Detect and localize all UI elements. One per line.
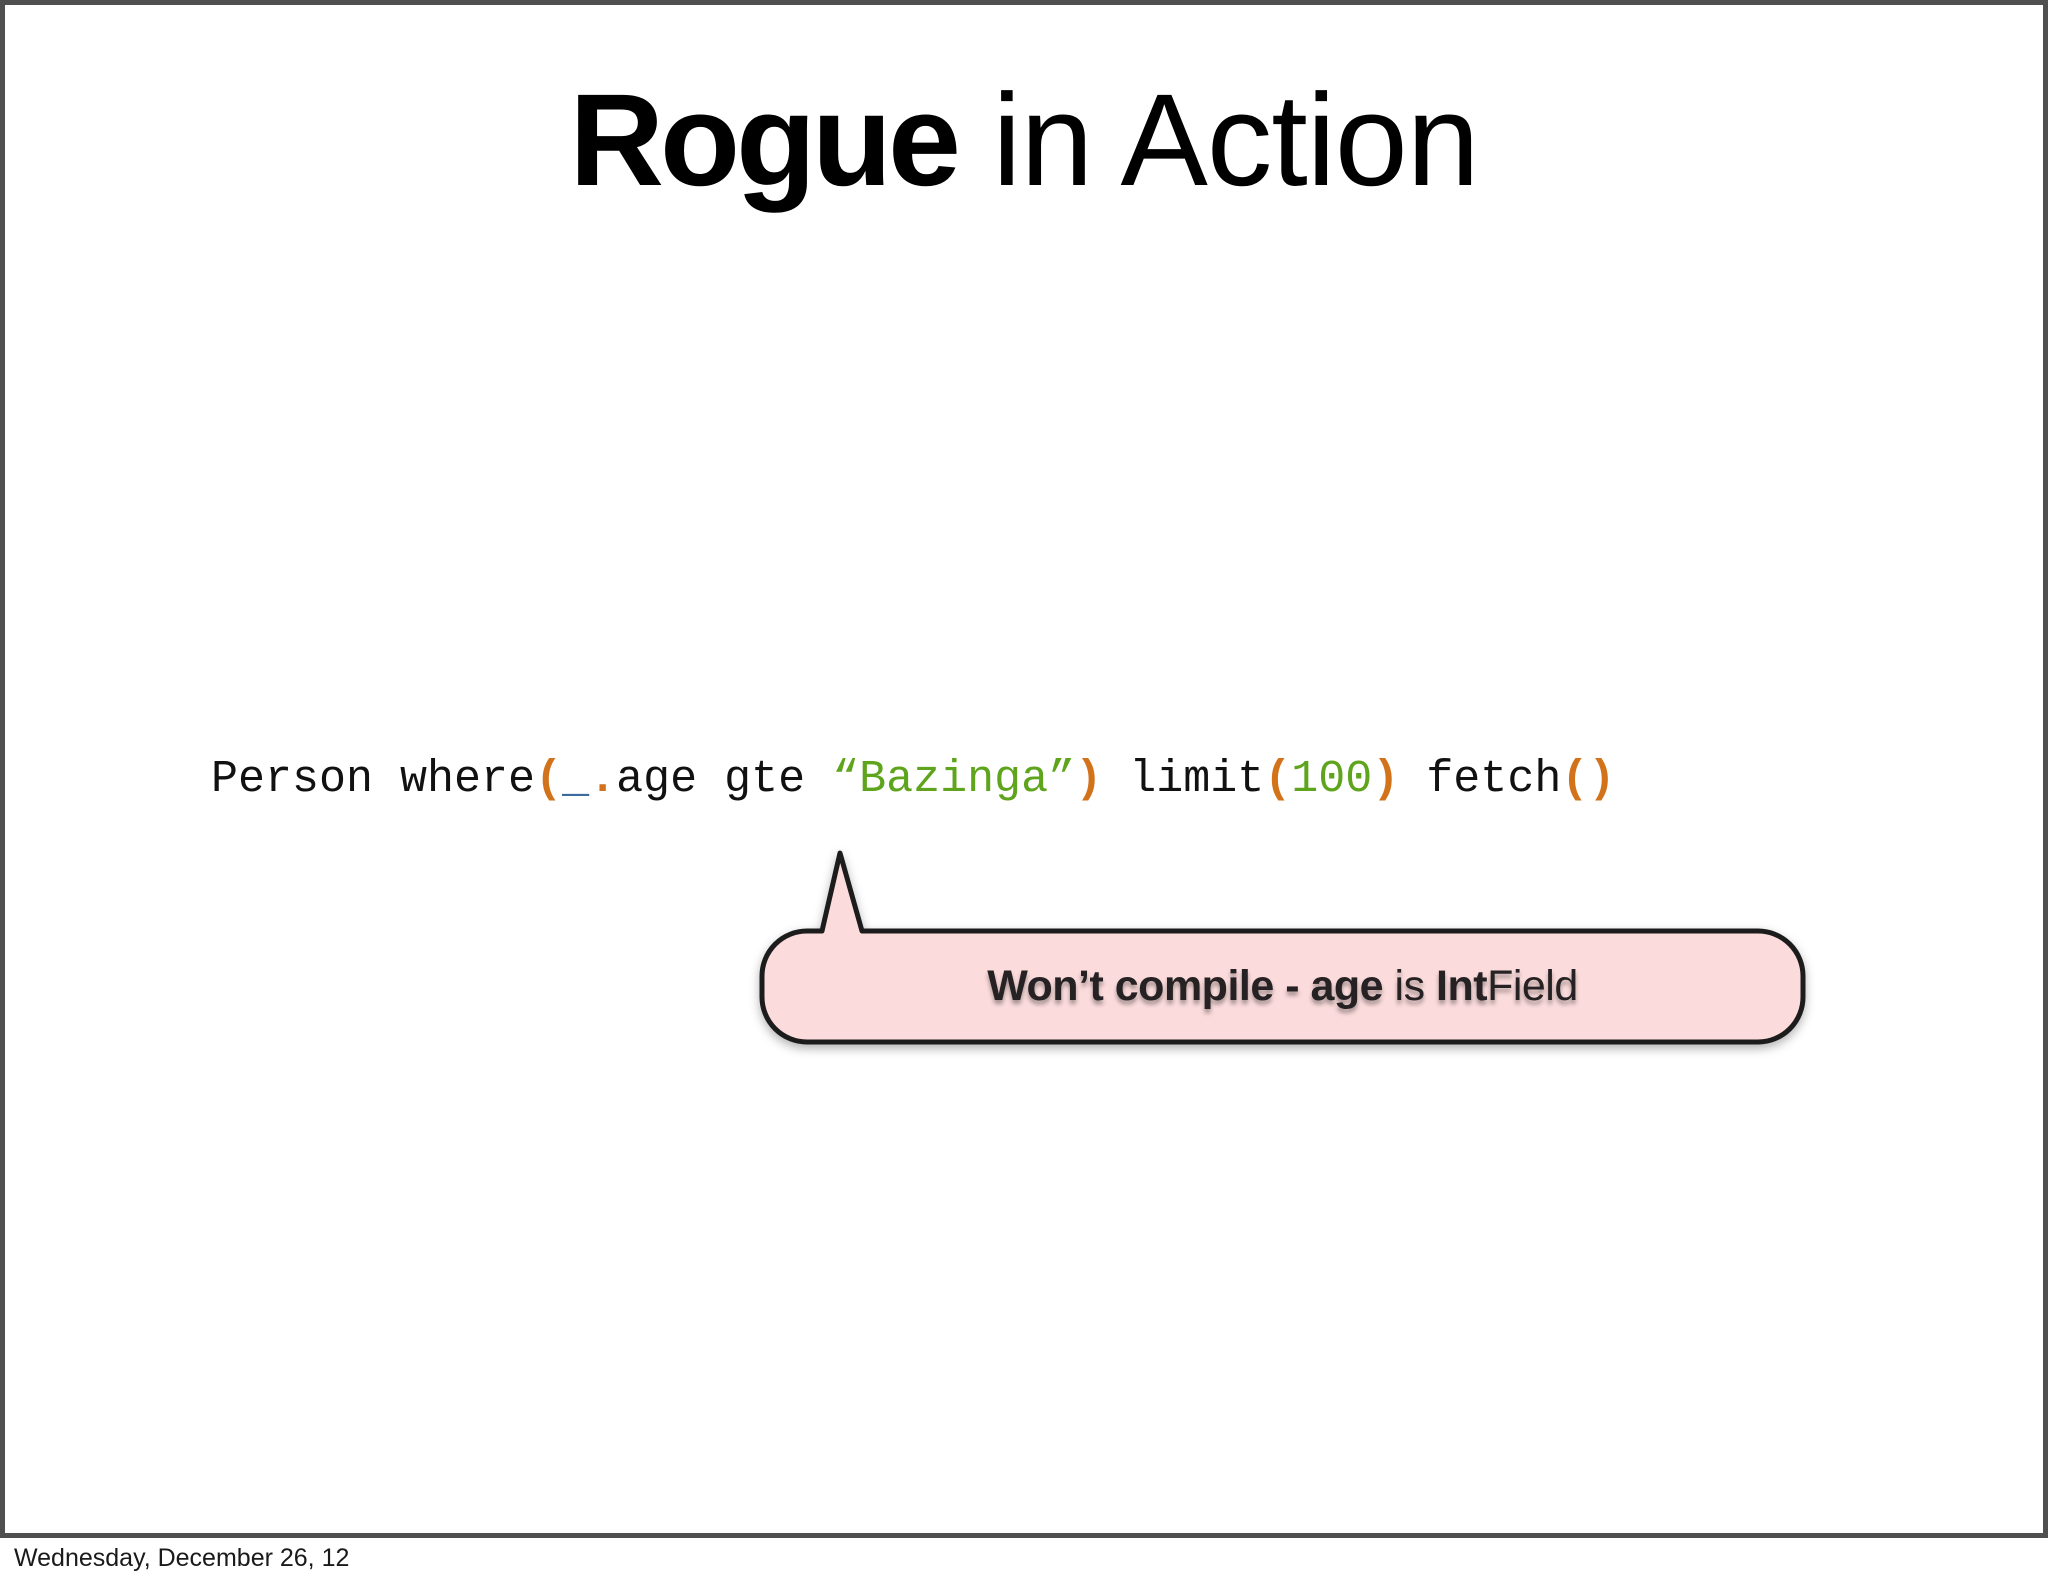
code-token-fetch-parens: () bbox=[1561, 754, 1616, 805]
code-token-open-paren: ( bbox=[535, 754, 563, 805]
callout-is: is bbox=[1383, 962, 1437, 1010]
code-token-underscore: _ bbox=[562, 754, 590, 805]
title-word-rogue: Rogue bbox=[569, 66, 961, 213]
code-token-dot: . bbox=[589, 754, 617, 805]
code-token-limit-open-paren: ( bbox=[1264, 754, 1292, 805]
slide-canvas: Rogue in Action Person where(_.age gte “… bbox=[0, 0, 2048, 1538]
callout-bold-wont-compile-age: Won’t compile - age bbox=[987, 962, 1384, 1010]
date-footer: Wednesday, December 26, 12 bbox=[14, 1544, 350, 1572]
code-token-close-paren: ) bbox=[1075, 754, 1103, 805]
code-token-100: 100 bbox=[1291, 754, 1373, 805]
code-token-age-gte: age gte bbox=[616, 754, 833, 805]
code-line: Person where(_.age gte “Bazinga”) limit(… bbox=[211, 757, 1615, 802]
code-token-fetch: fetch bbox=[1399, 754, 1562, 805]
title-words-in-action: in Action bbox=[956, 66, 1479, 213]
callout-bold-int: Int bbox=[1436, 962, 1488, 1010]
callout-field: Field bbox=[1487, 962, 1578, 1010]
code-token-bazinga-string: “Bazinga” bbox=[832, 754, 1076, 805]
code-token-limit-close-paren: ) bbox=[1372, 754, 1400, 805]
speech-bubble-shape bbox=[759, 850, 1806, 1045]
slide-title: Rogue in Action bbox=[5, 71, 2043, 209]
code-token-person-where: Person where bbox=[211, 754, 536, 805]
code-token-limit: limit bbox=[1102, 754, 1265, 805]
speech-bubble bbox=[759, 850, 1806, 1045]
